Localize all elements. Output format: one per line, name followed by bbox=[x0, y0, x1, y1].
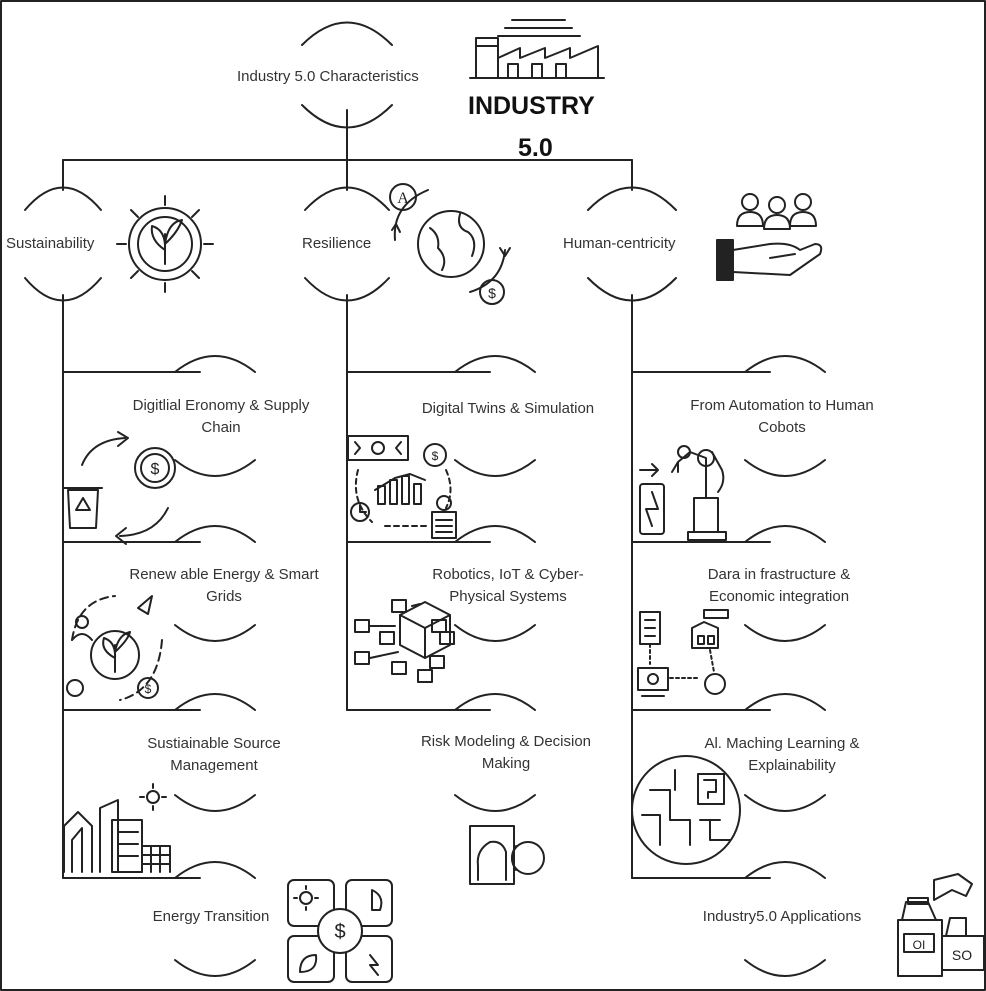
svg-text:$: $ bbox=[488, 285, 496, 301]
pillar-human-centricity: Human-centricity bbox=[563, 235, 676, 252]
factory-icon bbox=[469, 19, 605, 79]
robot-arm-icon bbox=[639, 445, 727, 541]
head-decision-icon bbox=[469, 825, 545, 885]
node-automation-line1: From Automation to Human bbox=[690, 397, 874, 414]
industry-version: 5.0 bbox=[518, 134, 553, 162]
analytics-cycle-icon: $ bbox=[347, 435, 457, 539]
globe-cycle-icon: A $ bbox=[389, 183, 511, 305]
building-network-icon bbox=[637, 609, 729, 697]
pillar-resilience: Resilience bbox=[302, 235, 372, 252]
svg-text:OI: OI bbox=[913, 938, 926, 952]
characteristics-label: Industry 5.0 Characteristics bbox=[237, 68, 419, 85]
node-brackets bbox=[24, 21, 826, 977]
recycle-coin-icon: $ bbox=[63, 431, 176, 545]
node-data-infrastructure-line1: Dara in frastructure & bbox=[707, 566, 851, 583]
node-digital-twins: Digital Twins & Simulation bbox=[421, 400, 595, 417]
cube-network-icon bbox=[354, 599, 455, 683]
node-robotics-line2: Physical Systems bbox=[449, 588, 567, 605]
industry-app-icon: OI SO bbox=[897, 873, 985, 977]
node-digital-economy-line1: Digitlial Eronomy & Supply bbox=[132, 397, 310, 414]
tree-connectors bbox=[62, 109, 771, 879]
node-robotics-line1: Robotics, IoT & Cyber- bbox=[432, 566, 584, 583]
city-solar-icon bbox=[63, 783, 171, 873]
industry-title: INDUSTRY bbox=[468, 92, 595, 120]
node-sustainable-source-line1: Sustiainable Source bbox=[147, 735, 281, 752]
node-renewable-energy-line1: Renew able Energy & Smart bbox=[129, 566, 319, 583]
energy-grid-icon: $ bbox=[287, 879, 393, 983]
svg-text:A: A bbox=[397, 190, 409, 207]
svg-text:SO: SO bbox=[952, 947, 972, 963]
node-renewable-energy-line2: Grids bbox=[206, 588, 242, 605]
svg-text:$: $ bbox=[432, 449, 439, 463]
node-ai-ml-line2: Explainability bbox=[748, 757, 836, 774]
node-automation-line2: Cobots bbox=[758, 419, 806, 436]
node-sustainable-source-line2: Management bbox=[170, 757, 258, 774]
pillar-sustainability: Sustainability bbox=[6, 235, 95, 252]
node-ai-ml-line1: Al. Maching Learning & bbox=[704, 735, 860, 752]
node-digital-economy-line2: Chain bbox=[201, 419, 241, 436]
ai-brain-icon bbox=[631, 755, 741, 865]
node-data-infrastructure-line2: Economic integration bbox=[708, 588, 850, 605]
plant-cycle-icon: $ bbox=[66, 595, 163, 701]
svg-text:$: $ bbox=[145, 682, 152, 696]
node-risk-modeling-line1: Risk Modeling & Decision bbox=[420, 733, 592, 750]
svg-text:$: $ bbox=[334, 921, 345, 943]
node-industry-applications: Industry5.0 Applications bbox=[702, 908, 862, 925]
svg-text:$: $ bbox=[151, 461, 160, 478]
node-risk-modeling-line2: Making bbox=[481, 755, 531, 772]
people-hand-icon bbox=[716, 193, 823, 281]
gear-plant-icon bbox=[116, 195, 214, 293]
node-energy-transition: Energy Transition bbox=[152, 908, 270, 925]
